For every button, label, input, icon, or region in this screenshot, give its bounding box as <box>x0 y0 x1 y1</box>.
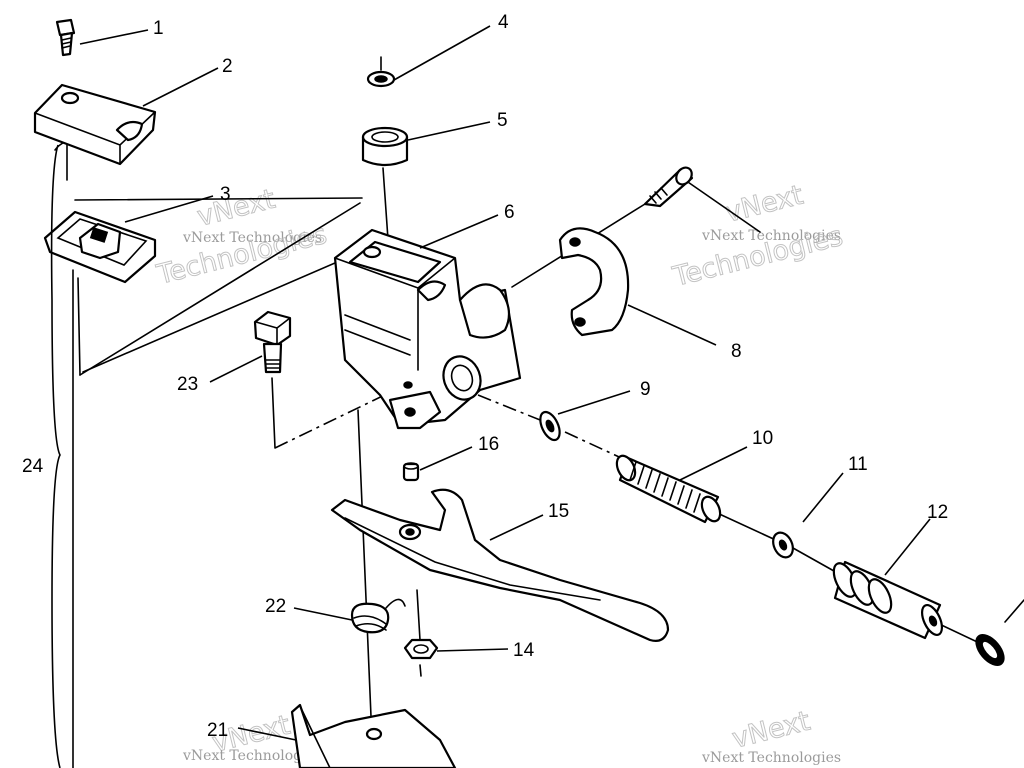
callout-23: 23 <box>177 374 198 395</box>
part-2-cover <box>33 83 157 166</box>
callout-15: 15 <box>548 501 569 522</box>
part-10-spring <box>615 454 722 524</box>
callout-8: 8 <box>731 341 742 362</box>
callout-2: 2 <box>222 56 233 77</box>
part-11-washer <box>772 531 794 559</box>
part-15-lever <box>330 488 670 642</box>
part-13-seal <box>975 634 1005 666</box>
watermark-company: vNext Technologies <box>182 230 322 246</box>
part-8-clamp <box>558 166 694 337</box>
callout-12: 12 <box>927 502 948 523</box>
callout-24: 24 <box>22 456 44 477</box>
part-16-bushing <box>402 462 420 482</box>
callout-4: 4 <box>498 12 509 33</box>
callout-5: 5 <box>497 110 508 131</box>
part-3-diaphragm <box>43 210 157 284</box>
part-12-piston <box>832 560 944 640</box>
callout-3: 3 <box>220 184 231 205</box>
assembly-lines <box>54 56 1024 768</box>
callout-11: 11 <box>848 454 868 475</box>
callout-labels: 1 2 3 4 5 6 8 9 10 11 12 14 15 16 21 22 … <box>22 12 948 741</box>
callout-22: 22 <box>265 596 286 617</box>
watermark-company: vNext Technologies <box>701 228 841 244</box>
watermark-company: vNext Technologies <box>701 750 841 766</box>
callout-1: 1 <box>153 18 164 39</box>
callout-16: 16 <box>478 434 499 455</box>
part-1-screw <box>55 18 76 57</box>
part-5-bushing <box>361 126 409 167</box>
callout-21: 21 <box>207 720 228 741</box>
callout-9: 9 <box>640 379 651 400</box>
watermark-company: vNext Technologies <box>182 748 322 764</box>
leader-lines <box>50 25 931 768</box>
part-4-washer <box>366 70 396 88</box>
watermark-brand-top: vNext <box>729 706 813 755</box>
callout-14: 14 <box>513 640 535 661</box>
watermark-brand-top: vNext <box>194 184 278 233</box>
callout-6: 6 <box>504 202 515 223</box>
part-14-nut <box>403 638 439 660</box>
part-22-spring <box>350 598 406 634</box>
watermark-right: vNext vNext Technologies Technologies <box>669 179 847 293</box>
callout-10: 10 <box>752 428 773 449</box>
watermark-bottom-right: vNext vNext Technologies <box>701 705 841 766</box>
part-9-washer <box>539 410 561 442</box>
part-23-bolt <box>253 310 292 374</box>
part-21-bracket <box>290 703 457 768</box>
part-6-master-cylinder <box>333 228 522 430</box>
watermark-brand-top: vNext <box>722 180 806 229</box>
